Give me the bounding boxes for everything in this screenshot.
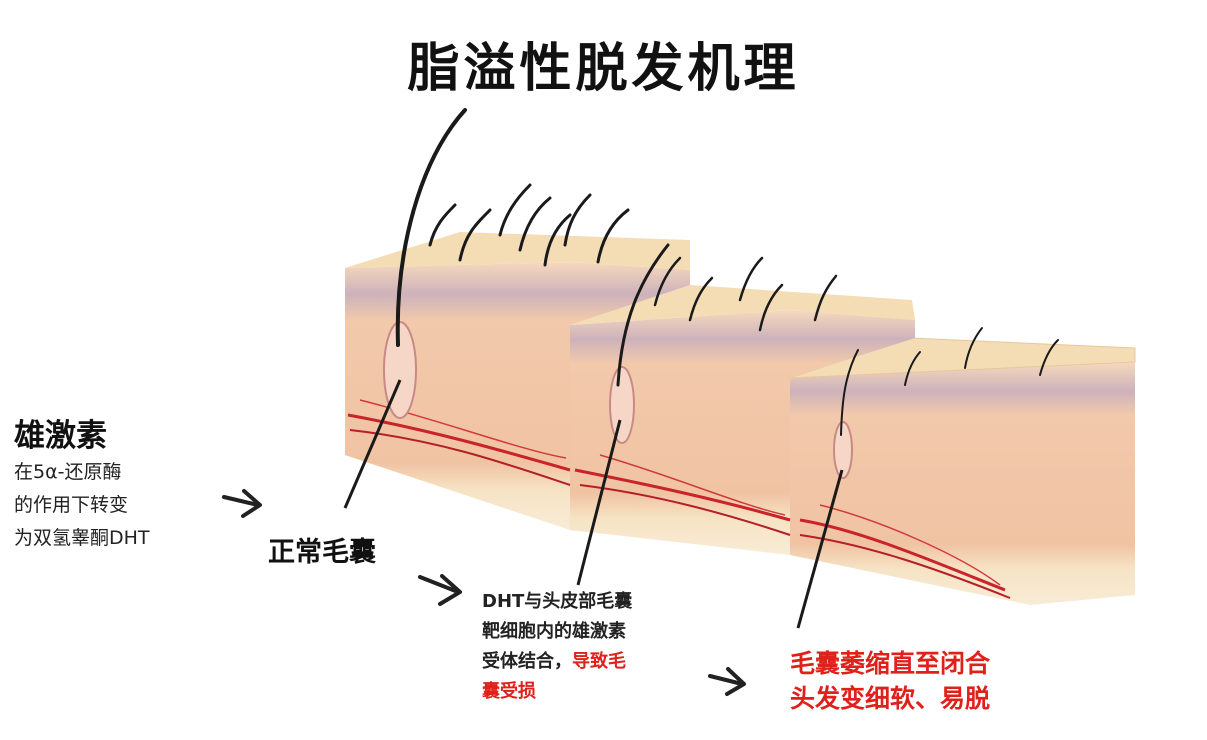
androgen-heading: 雄激素: [14, 418, 107, 454]
dht-line-1: DHT与头皮部毛囊: [482, 591, 633, 612]
hair-strands: [395, 108, 1059, 436]
page-title: 脂溢性脱发机理: [407, 39, 800, 99]
arrow-normal-to-dht: [418, 574, 462, 606]
androgen-line-2: 的作用下转变: [14, 494, 129, 516]
normal-follicle-label: 正常毛囊: [268, 537, 376, 568]
result-line-2: 头发变细软、易脱: [790, 684, 991, 713]
dht-line-2: 靶细胞内的雄激素: [482, 621, 626, 642]
dht-line-4: 囊受损: [482, 681, 536, 702]
arrow-androgen-to-normal: [222, 489, 262, 518]
dht-line-3-black: 受体结合，: [482, 651, 572, 672]
skin-block-damaged: [570, 285, 915, 555]
arrow-dht-to-result: [708, 667, 746, 696]
skin-block-atrophied: [789, 337, 1136, 605]
flow-arrows: [222, 489, 746, 696]
result-line-1: 毛囊萎缩直至闭合: [790, 649, 991, 678]
dht-line-3-red: 导致毛: [572, 651, 626, 672]
pointer-lines: [343, 379, 844, 629]
hair-follicles: [383, 321, 853, 479]
androgen-line-1: 在5α-还原酶: [14, 461, 122, 483]
androgen-line-3: 为双氢睾酮DHT: [14, 527, 150, 549]
dht-line-3: 受体结合，导致毛: [482, 647, 626, 677]
